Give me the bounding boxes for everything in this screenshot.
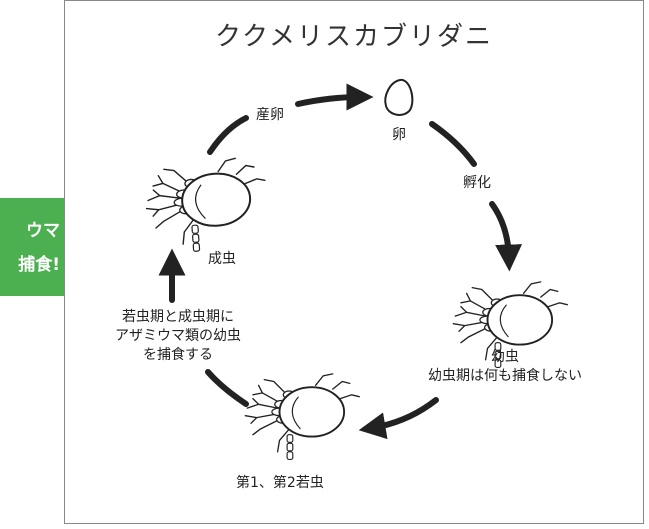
predation-note: 若虫期と成虫期に アザミウマ類の幼虫 を捕食する: [98, 308, 258, 365]
adult-mite-icon: [142, 155, 271, 256]
predation-badge: ウマ 捕食!: [0, 198, 64, 296]
predation-note-line-1: 若虫期と成虫期に: [122, 309, 234, 325]
arrow-hatch: [489, 201, 523, 272]
egg-icon: [384, 78, 414, 116]
label-larva: 幼虫: [491, 349, 519, 365]
label-lay-eggs: 産卵: [256, 107, 284, 123]
cycle-arrows: [158, 83, 523, 440]
arrow-nymph-to-adult-start: [205, 369, 249, 407]
label-hatch: 孵化: [463, 175, 491, 191]
arrow-adult-to-egg-start: [207, 115, 249, 155]
label-larva-note: 幼虫期は何も捕食しない: [428, 367, 582, 384]
diagram-title: ククメリスカブリダニ: [215, 22, 493, 52]
badge-line-1: ウマ: [26, 221, 60, 241]
arrow-hatch-start: [429, 121, 477, 167]
label-egg: 卵: [392, 127, 406, 143]
predation-note-line-2: アザミウマ類の幼虫: [115, 327, 241, 344]
arrow-lay-eggs: [295, 83, 374, 111]
arrow-larva-to-nymph: [358, 397, 439, 440]
predation-note-line-3: を捕食する: [143, 346, 213, 363]
larva-label-block: 幼虫 幼虫期は何も捕食しない: [400, 348, 610, 386]
label-nymph: 第1、第2若虫: [236, 475, 324, 491]
label-adult: 成虫: [208, 251, 236, 267]
badge-line-2: 捕食!: [18, 255, 60, 275]
nymph-mite-icon: [244, 372, 361, 461]
